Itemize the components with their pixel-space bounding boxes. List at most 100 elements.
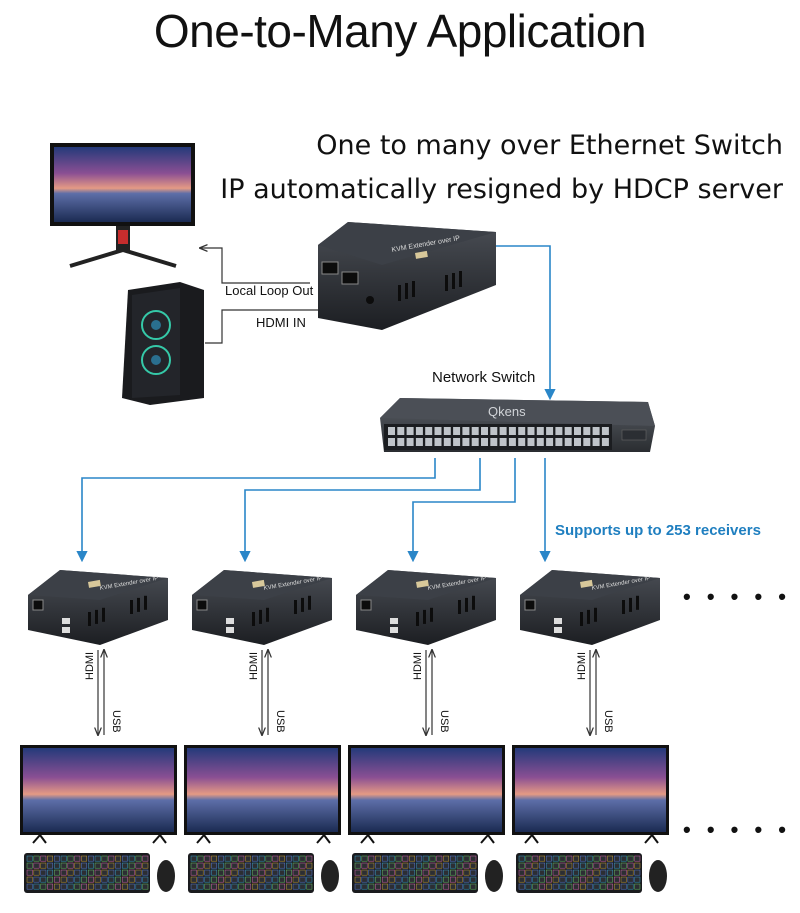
receiver-unit-3: KVM Extender over IP [348, 570, 505, 893]
receiver-unit-1: KVM Extender over IP [20, 570, 177, 893]
network-switch: Qkens [380, 398, 655, 452]
subtitle-line-2: IP automatically resigned by HDCP server [220, 174, 783, 205]
subtitle-line-1: One to many over Ethernet Switch [316, 130, 783, 161]
usb-port [226, 627, 234, 633]
local-loop-out-label: Local Loop Out [225, 283, 314, 298]
switch-port [406, 438, 414, 446]
switch-port [415, 427, 423, 435]
switch-port [471, 438, 479, 446]
receiver-badge [416, 579, 429, 588]
hdmi-label: HDMI [84, 651, 96, 680]
usb-port [554, 627, 562, 633]
switch-port [462, 427, 470, 435]
switch-port [499, 438, 507, 446]
supports-receivers-label: Supports up to 253 receivers [555, 522, 761, 539]
switch-port [453, 427, 461, 435]
switch-port [546, 427, 554, 435]
mouse [321, 860, 339, 892]
hdmi-in-arrow [205, 310, 340, 344]
receiver-badge [579, 579, 593, 588]
switch-port [583, 438, 591, 446]
switch-port [397, 427, 405, 435]
switch-port [434, 427, 442, 435]
switch-port [564, 427, 572, 435]
switch-port [536, 427, 544, 435]
switch-to-rx1-link [76, 458, 436, 563]
switch-port [574, 427, 581, 435]
switch-port [425, 427, 433, 435]
usb-port [554, 618, 562, 624]
keyboard [24, 853, 150, 893]
usb-label: USB [274, 710, 286, 733]
receiver-unit-4: KVM Extender over IP [512, 570, 669, 893]
mouse [485, 860, 503, 892]
switch-port [471, 427, 479, 435]
mouse [649, 860, 667, 892]
switch-port [555, 438, 563, 446]
receiver-badge [251, 579, 265, 588]
ethernet-port [196, 599, 208, 611]
receiver-display-1 [20, 745, 177, 844]
keyboard [352, 853, 478, 893]
local-monitor [50, 143, 195, 268]
usb-label: USB [438, 710, 450, 733]
switch-port [397, 438, 405, 446]
switch-port [388, 427, 395, 435]
receiver-badge [88, 579, 101, 588]
switch-port [443, 427, 451, 435]
switch-port [415, 438, 423, 446]
switch-port [434, 438, 442, 446]
receiver-display-3 [348, 745, 505, 844]
keyboard [188, 853, 314, 893]
switch-port [518, 438, 526, 446]
switch-port [499, 427, 507, 435]
switch-port [453, 438, 461, 446]
switch-port [555, 427, 563, 435]
switch-port [490, 438, 498, 446]
usb-port [390, 618, 398, 624]
switch-port [601, 427, 609, 435]
switch-port [583, 427, 591, 435]
switch-port [592, 427, 600, 435]
pc-tower [122, 282, 204, 405]
ethernet-port [524, 599, 536, 611]
transmitter-device: KVM Extender over IP [318, 222, 496, 330]
ethernet-port [360, 599, 372, 611]
switch-port [425, 438, 433, 446]
switch-port [536, 438, 544, 446]
switch-port [508, 438, 516, 446]
switch-port [443, 438, 451, 446]
usb-port [226, 618, 234, 624]
usb-label: USB [602, 710, 614, 733]
switch-port [592, 438, 600, 446]
switch-port [481, 427, 488, 435]
hdmi-label: HDMI [576, 651, 588, 680]
switch-port [406, 427, 414, 435]
mouse [157, 860, 175, 892]
switch-port [462, 438, 470, 446]
switch-port [546, 438, 554, 446]
switch-to-rx3-link [407, 458, 516, 563]
receiver-display-4 [512, 745, 669, 844]
switch-port [527, 438, 535, 446]
switch-port [508, 427, 516, 435]
keyboard [516, 853, 642, 893]
switch-port [518, 427, 526, 435]
switch-port [574, 438, 581, 446]
local-loop-out-arrow [200, 248, 310, 284]
switch-port [490, 427, 498, 435]
switch-to-rx2-link [239, 458, 481, 563]
more-receivers-ellipsis: • • • • • [683, 584, 791, 609]
page-title: One-to-Many Application [153, 5, 647, 57]
more-displays-ellipsis: • • • • • [683, 817, 791, 842]
switch-port [527, 427, 535, 435]
hdmi-label: HDMI [412, 651, 424, 680]
switch-port [481, 438, 488, 446]
switch-port [388, 438, 395, 446]
network-switch-label: Network Switch [432, 369, 536, 386]
switch-port [601, 438, 609, 446]
switch-brand-text: Qkens [488, 404, 526, 419]
tx-to-switch-link [496, 245, 556, 401]
usb-port [62, 618, 70, 624]
receiver-unit-2: KVM Extender over IP [184, 570, 341, 893]
